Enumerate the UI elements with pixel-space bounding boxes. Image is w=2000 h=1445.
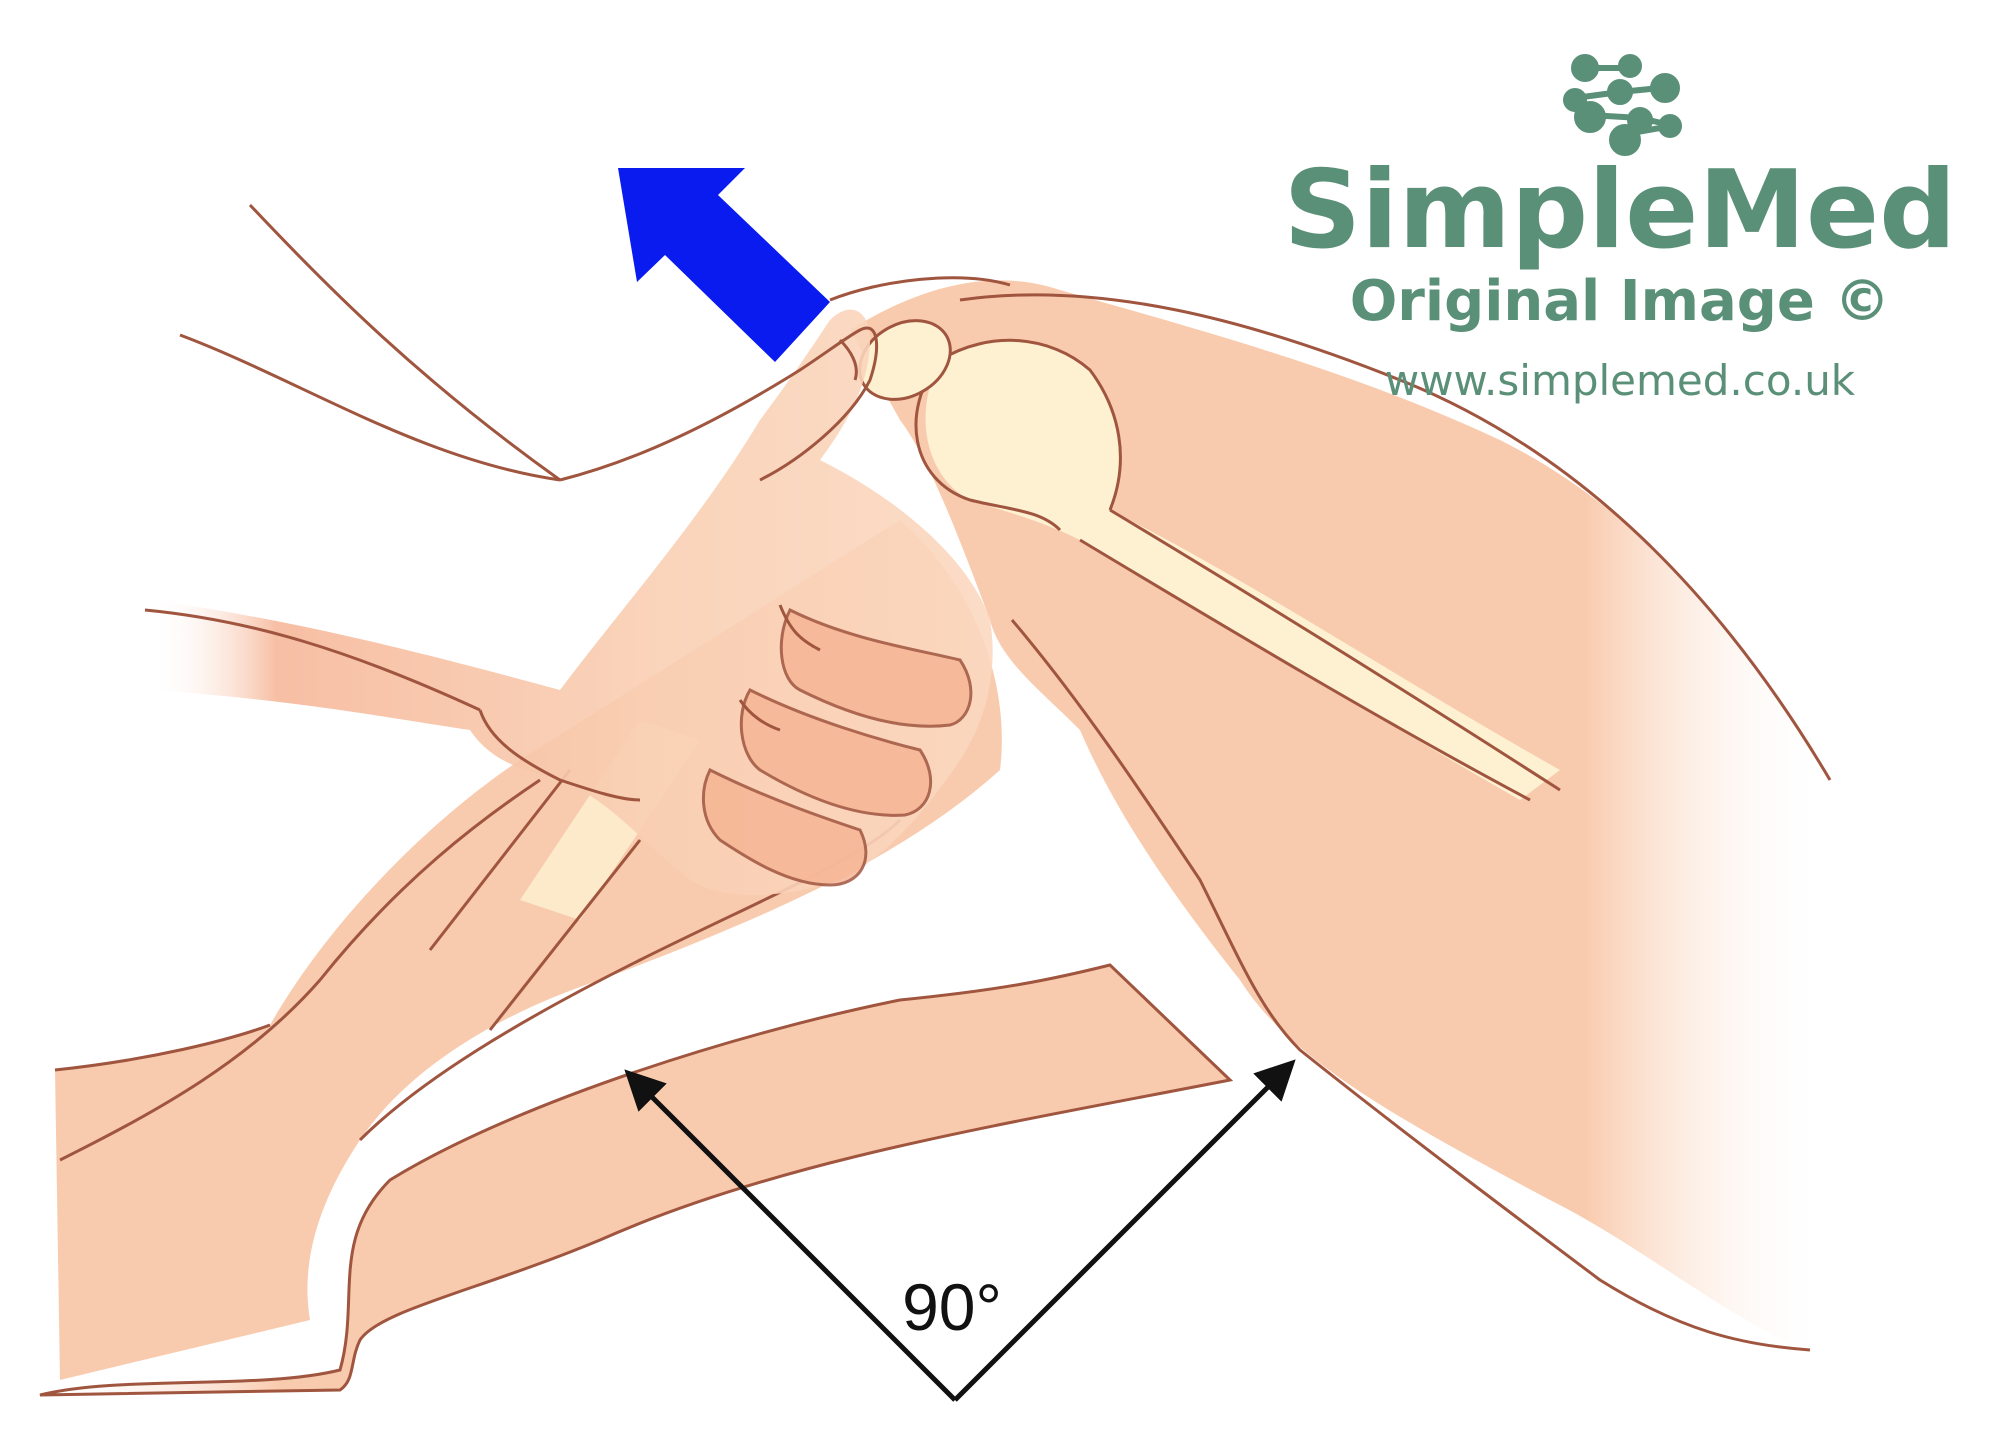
angle-label: 90°: [902, 1270, 1002, 1344]
angle-arrow-left: [624, 1069, 957, 1402]
brand-name: SimpleMed: [1284, 148, 1957, 273]
lower-leg-background: [39, 963, 1820, 1445]
brand-url: www.simplemed.co.uk: [1385, 356, 1856, 405]
simplemed-logo: SimpleMed Original Image © www.simplemed…: [1284, 54, 1957, 405]
examiner-arm: [144, 203, 993, 895]
pull-direction-arrow: [618, 168, 830, 362]
angle-arrow-right: [953, 1059, 1296, 1402]
patella: [829, 276, 1011, 401]
angle-indicator: 90°: [624, 1059, 1296, 1402]
molecule-icon: [1563, 54, 1682, 156]
brand-subtitle: Original Image ©: [1350, 269, 1891, 334]
thigh: [850, 280, 1832, 1360]
fingers: [701, 604, 973, 887]
